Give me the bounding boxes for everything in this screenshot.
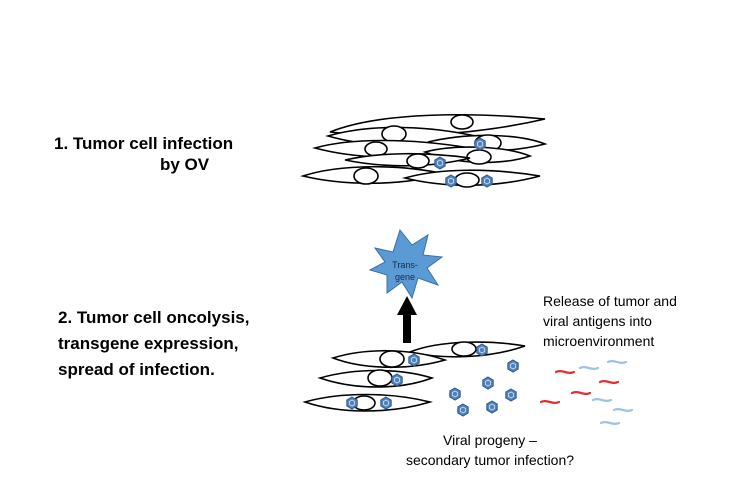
virus-particle-icon (486, 400, 498, 414)
progeny-line2: secondary tumor infection? (405, 452, 575, 468)
tumor-antigen (598, 380, 620, 384)
virus-particle-icon (449, 387, 461, 401)
viral-antigen (612, 408, 634, 412)
transgene-label-line2: gene (395, 272, 415, 282)
tumor-antigen (539, 400, 561, 404)
virus-particle-icon (505, 388, 517, 402)
virus-particle-icon (445, 174, 457, 188)
release-line2: viral antigens into (543, 313, 652, 329)
viral-antigen (606, 360, 628, 364)
virus-particle-icon (434, 156, 446, 170)
tumor-cell (344, 152, 471, 169)
viral-antigens (578, 360, 634, 425)
step1-line1: 1. Tumor cell infection (54, 134, 234, 153)
viral-progeny (449, 359, 519, 417)
virus-particle-icon (476, 343, 488, 357)
step2-line2: transgene expression, (58, 334, 239, 353)
tumor-cell (317, 369, 435, 388)
transgene-burst-icon: Trans- gene (368, 228, 444, 300)
viral-antigen (578, 366, 600, 370)
tumor-cell-cluster-1 (300, 113, 548, 188)
tumor-cell (401, 169, 541, 188)
virus-particle-icon (474, 137, 486, 151)
progeny-line1: Viral progeny – (443, 432, 537, 448)
step1-label: 1. Tumor cell infection by OV (54, 133, 233, 176)
viral-antigen (599, 421, 621, 425)
progeny-note: Viral progeny – secondary tumor infectio… (390, 430, 590, 470)
step2-label: 2. Tumor cell oncolysis, transgene expre… (58, 305, 249, 383)
tumor-antigens (539, 370, 620, 404)
step2-line3: spread of infection. (58, 360, 215, 379)
release-line3: microenvironment (543, 333, 655, 349)
viral-antigen (591, 398, 613, 402)
virus-particle-icon (408, 353, 420, 367)
step2-line1: 2. Tumor cell oncolysis, (58, 308, 250, 327)
virus-particle-icon (481, 174, 493, 188)
virus-particle-icon (391, 373, 403, 387)
step1-line2: by OV (160, 155, 210, 175)
arrow-up-icon (397, 296, 417, 343)
virus-particle-icon (380, 396, 392, 410)
virus-particle-icon (507, 359, 519, 373)
tumor-antigen (570, 391, 592, 395)
tumor-cell (302, 393, 434, 412)
virus-particle-icon (346, 396, 358, 410)
release-line1: Release of tumor and (543, 293, 677, 309)
virus-particle-icon (482, 376, 494, 390)
release-note: Release of tumor and viral antigens into… (543, 291, 677, 351)
tumor-antigen (554, 370, 576, 374)
tumor-cell (407, 341, 526, 358)
virus-particle-icon (457, 403, 469, 417)
transgene-label-line1: Trans- (392, 260, 418, 270)
